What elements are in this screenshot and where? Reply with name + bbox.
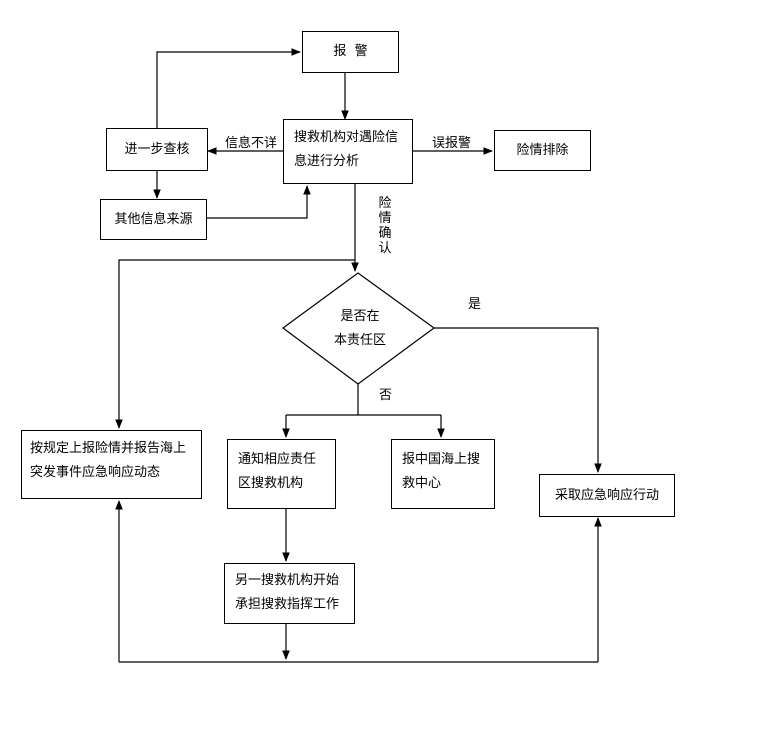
- node-alarm: 报 警: [302, 31, 399, 73]
- node-china-center-line1: 报中国海上搜: [402, 452, 481, 467]
- label-danger-confirmed-char: 险: [378, 196, 392, 211]
- node-report-line2: 突发事件应急响应动态: [30, 465, 161, 480]
- edge-sources-to-analysis: [207, 185, 311, 219]
- node-other-org-line1: 另一搜救机构开始: [235, 573, 340, 588]
- node-other-sources: 其他信息来源: [100, 199, 207, 240]
- decision-label: 是否在 本责任区: [285, 305, 435, 353]
- node-notify: 通知相应责任 区搜救机构: [227, 439, 336, 509]
- node-other-org-line2: 承担搜救指挥工作: [235, 597, 340, 612]
- edge-no: [286, 384, 441, 416]
- node-report-line1: 按规定上报险情并报告海上: [30, 441, 187, 456]
- node-verify-label: 进一步查核: [124, 141, 190, 157]
- node-danger-cleared-label: 险情排除: [516, 142, 569, 158]
- node-report: 按规定上报险情并报告海上 突发事件应急响应动态: [21, 430, 202, 499]
- label-info-unclear: 信息不详: [225, 136, 278, 151]
- node-alarm-label: 报 警: [333, 44, 368, 59]
- node-verify: 进一步查核: [106, 128, 208, 171]
- node-notify-line1: 通知相应责任: [238, 452, 317, 467]
- label-false-alarm: 误报警: [432, 136, 472, 151]
- label-danger-confirmed-char: 认: [378, 241, 392, 256]
- label-no: 否: [379, 388, 393, 403]
- edge-to-report: [115, 259, 355, 429]
- node-china-center: 报中国海上搜 救中心: [391, 439, 495, 509]
- label-danger-confirmed-char: 确: [378, 226, 392, 241]
- decision-diamond: [281, 272, 436, 385]
- label-yes: 是: [468, 297, 482, 312]
- edge-verify-to-alarm: [156, 48, 301, 128]
- node-analysis-line1: 搜救机构对遇险信: [294, 130, 399, 145]
- decision-label-line1: 是否在: [340, 309, 380, 324]
- node-danger-cleared: 险情排除: [494, 130, 591, 171]
- node-emergency-action-label: 采取应急响应行动: [554, 487, 659, 503]
- label-danger-confirmed-char: 情: [378, 211, 392, 226]
- node-china-center-line2: 救中心: [402, 476, 442, 491]
- node-analysis: 搜救机构对遇险信 息进行分析: [283, 119, 413, 184]
- decision-label-line2: 本责任区: [333, 333, 386, 348]
- node-notify-line2: 区搜救机构: [238, 476, 304, 491]
- node-other-sources-label: 其他信息来源: [114, 211, 193, 227]
- node-emergency-action: 采取应急响应行动: [539, 474, 675, 517]
- label-danger-confirmed: 险 情 确 认: [378, 196, 392, 256]
- edge-yes: [434, 327, 602, 473]
- node-analysis-line2: 息进行分析: [294, 154, 360, 169]
- node-other-org: 另一搜救机构开始 承担搜救指挥工作: [224, 563, 355, 624]
